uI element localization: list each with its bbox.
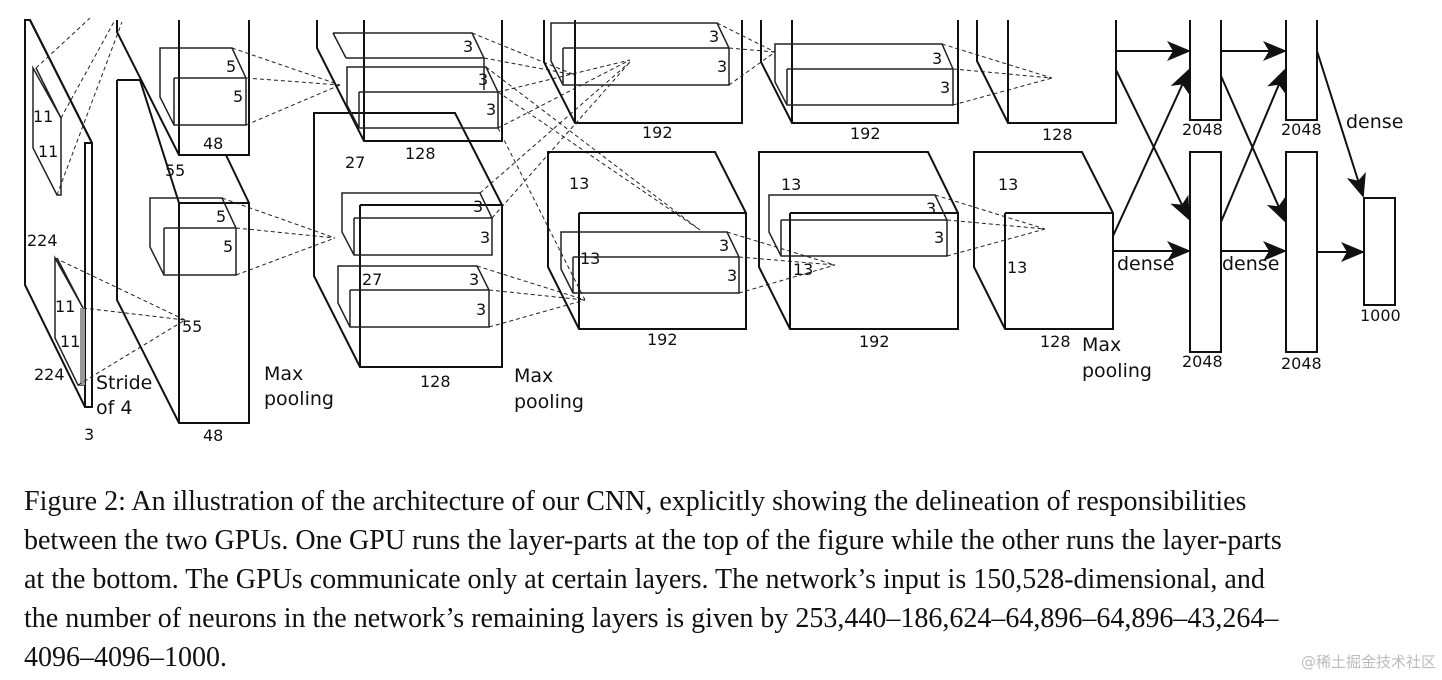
stride-label-2: of 4 [96, 397, 132, 419]
figure-label: Figure 2: [24, 486, 126, 517]
kernel2-label: 5 [223, 237, 233, 256]
dense-label: dense [1222, 253, 1279, 275]
stride-label: Stride [96, 372, 152, 394]
input-depth-label: 3 [84, 425, 94, 444]
conv5-size: 13 [998, 175, 1018, 194]
conv1-size: 55 [165, 161, 185, 180]
caption-line-4: the number of neurons in the network’s r… [24, 603, 1279, 634]
conv2-layer: 3 3 3 3 3 3 3 128 27 27 128 Max pooling [313, 20, 584, 413]
fc7-top-size: 2048 [1281, 120, 1322, 139]
input-height-label: 224 [27, 231, 58, 250]
kernel3-label: 3 [473, 197, 483, 216]
maxpool1-label: Max [264, 363, 303, 385]
conv5-size-b: 13 [1007, 258, 1027, 277]
conv4-size-b: 13 [793, 260, 813, 279]
kernel3-label: 3 [463, 37, 473, 56]
dense-label: dense [1117, 253, 1174, 275]
input-width-label: 224 [34, 365, 65, 384]
fc6-top-size: 2048 [1182, 120, 1223, 139]
output-size: 1000 [1360, 306, 1401, 325]
kernel3-label: 3 [926, 199, 936, 218]
conv4-layer: 3 3 3 3 192 13 13 192 [758, 20, 959, 351]
kernel3-label: 3 [480, 228, 490, 247]
conv4-depth-top: 192 [850, 124, 881, 143]
maxpool2-label: Max [514, 365, 553, 387]
watermark: @稀土掘金技术社区 [1300, 653, 1436, 671]
kernel1b-width-label: 11 [60, 332, 80, 351]
kernel3-label: 3 [486, 100, 496, 119]
fc7-bottom-size: 2048 [1281, 354, 1322, 373]
conv5-depth-top: 128 [1042, 125, 1073, 144]
conv1-size-b: 55 [182, 317, 202, 336]
conv2-size-b: 27 [362, 270, 382, 289]
kernel3-label: 3 [709, 27, 719, 46]
caption-line-2: between the two GPUs. One GPU runs the l… [24, 525, 1282, 556]
alexnet-architecture-diagram: 224 224 3 11 11 11 11 Stride of 4 5 5 5 … [24, 17, 1403, 445]
conv5-depth-bottom: 128 [1040, 332, 1071, 351]
kernel3-label: 3 [719, 236, 729, 255]
caption-line-1: An illustration of the architecture of o… [125, 486, 1247, 517]
kernel1b-height-label: 11 [55, 297, 75, 316]
kernel2-label: 5 [216, 207, 226, 226]
conv3-depth-bottom: 192 [647, 330, 678, 349]
kernel2-label: 5 [226, 57, 236, 76]
conv3-size-b: 13 [580, 249, 600, 268]
conv3-size: 13 [569, 174, 589, 193]
conv2-depth-top: 128 [405, 144, 436, 163]
caption-line-3: at the bottom. The GPUs communicate only… [24, 564, 1265, 595]
conv1-layer: 5 5 5 5 48 55 55 48 Max pooling [116, 20, 334, 445]
kernel3-label: 3 [717, 57, 727, 76]
conv3-depth-top: 192 [642, 123, 673, 142]
conv1-depth-top: 48 [203, 134, 223, 153]
conv5-layer: 128 13 13 128 Max pooling [973, 20, 1152, 382]
dense-label: dense [1346, 111, 1403, 133]
maxpool3-label: Max [1082, 334, 1121, 356]
conv4-depth-bottom: 192 [859, 332, 890, 351]
conv2-depth-bottom: 128 [420, 372, 451, 391]
kernel3-label: 3 [469, 270, 479, 289]
conv3-layer: 3 3 3 3 192 13 13 192 [543, 20, 747, 349]
connection-arrows [1112, 41, 1366, 262]
caption-line-5: 4096–4096–1000. [24, 642, 227, 673]
kernel2-label: 5 [233, 87, 243, 106]
kernel3-label: 3 [476, 300, 486, 319]
maxpool2-label-2: pooling [514, 391, 584, 413]
kernel1-width-label: 11 [38, 142, 58, 161]
kernel3-label: 3 [727, 266, 737, 285]
kernel3-label: 3 [940, 78, 950, 97]
input-layer: 224 224 3 11 11 11 11 Stride of 4 [24, 19, 152, 444]
kernel1-height-label: 11 [33, 107, 53, 126]
fc-layers: 2048 2048 2048 2048 1000 dense dense den… [1117, 20, 1403, 373]
maxpool1-label-2: pooling [264, 388, 334, 410]
conv2-size: 27 [345, 153, 365, 172]
conv1-depth-bottom: 48 [203, 426, 223, 445]
conv4-size: 13 [781, 175, 801, 194]
maxpool3-label-2: pooling [1082, 360, 1152, 382]
figure-caption: Figure 2: An illustration of the archite… [24, 482, 1414, 677]
kernel3-label: 3 [934, 228, 944, 247]
kernel3-label: 3 [478, 70, 488, 89]
fc6-bottom-size: 2048 [1182, 352, 1223, 371]
kernel3-label: 3 [932, 49, 942, 68]
